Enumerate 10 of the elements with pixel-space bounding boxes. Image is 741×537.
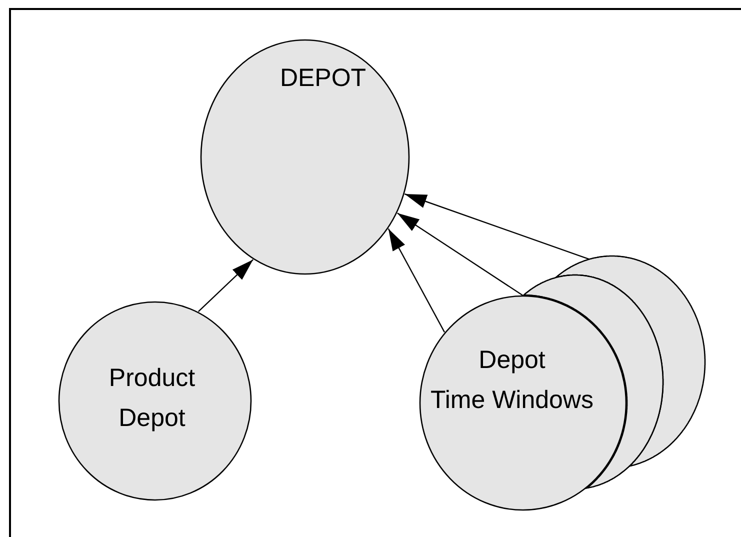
ellipse-node <box>200 39 410 275</box>
ellipse-node <box>58 301 252 501</box>
arrow <box>397 212 524 296</box>
arrow <box>404 193 590 260</box>
arrow <box>198 259 254 312</box>
node-label: DEPOT <box>280 63 366 94</box>
node-label: Depot Time Windows <box>430 345 594 416</box>
node-label: Product Depot <box>108 363 196 434</box>
ellipse-node <box>419 295 627 511</box>
arrow <box>388 228 446 332</box>
